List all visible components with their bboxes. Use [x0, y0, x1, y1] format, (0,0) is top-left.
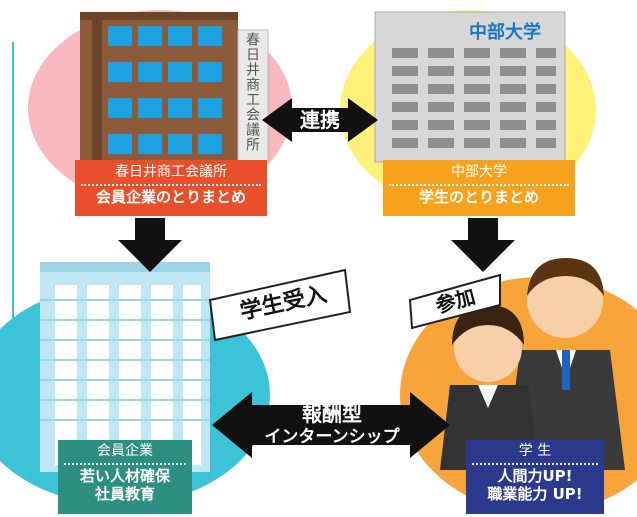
center-double-arrow — [212, 392, 450, 458]
left-frame-line — [0, 42, 14, 472]
company-box-divider — [64, 462, 186, 465]
student-box-line1: 人間力UP! — [497, 466, 573, 485]
student-box-title: 学 生 — [518, 443, 552, 459]
chamber-box-sub: 会員企業のとりまとめ — [95, 187, 246, 206]
company-box-title: 会員企業 — [97, 443, 153, 459]
student-box-divider — [472, 462, 598, 465]
chamber-box-title: 春日井商工会議所 — [115, 164, 227, 180]
university-box-title: 中部大学 — [451, 164, 507, 180]
company-box-line2: 社員教育 — [94, 485, 155, 504]
university-box-divider — [389, 183, 569, 186]
tag-join-shape — [408, 273, 501, 330]
university-building-sign: 中部大学 — [469, 22, 541, 43]
down-arrow-left — [118, 218, 182, 272]
tag-accept-shape — [208, 268, 352, 342]
link-label: 連携 — [300, 108, 340, 132]
center-label-line2: インターンシップ — [264, 427, 400, 447]
university-building — [374, 11, 566, 163]
chamber-box: 春日井商工会議所 会員企業のとりまとめ — [75, 160, 267, 216]
chamber-building-sign: 春日井商工会議所 — [244, 32, 260, 152]
down-arrow-right — [451, 218, 515, 272]
company-tower — [40, 262, 210, 472]
company-box-line1: 若い人材確保 — [79, 466, 170, 485]
chamber-building — [80, 12, 269, 163]
student-box-line2: 職業能力 UP! — [487, 485, 583, 504]
university-box-sub: 学生のとりまとめ — [418, 187, 539, 206]
university-box: 中部大学 学生のとりまとめ — [383, 160, 575, 216]
center-label-line1: 報酬型 — [302, 402, 362, 426]
company-box: 会員企業 若い人材確保 社員教育 — [58, 440, 192, 514]
chamber-box-divider — [81, 183, 261, 186]
link-arrow — [262, 98, 378, 142]
student-box: 学 生 人間力UP! 職業能力 UP! — [466, 440, 604, 514]
